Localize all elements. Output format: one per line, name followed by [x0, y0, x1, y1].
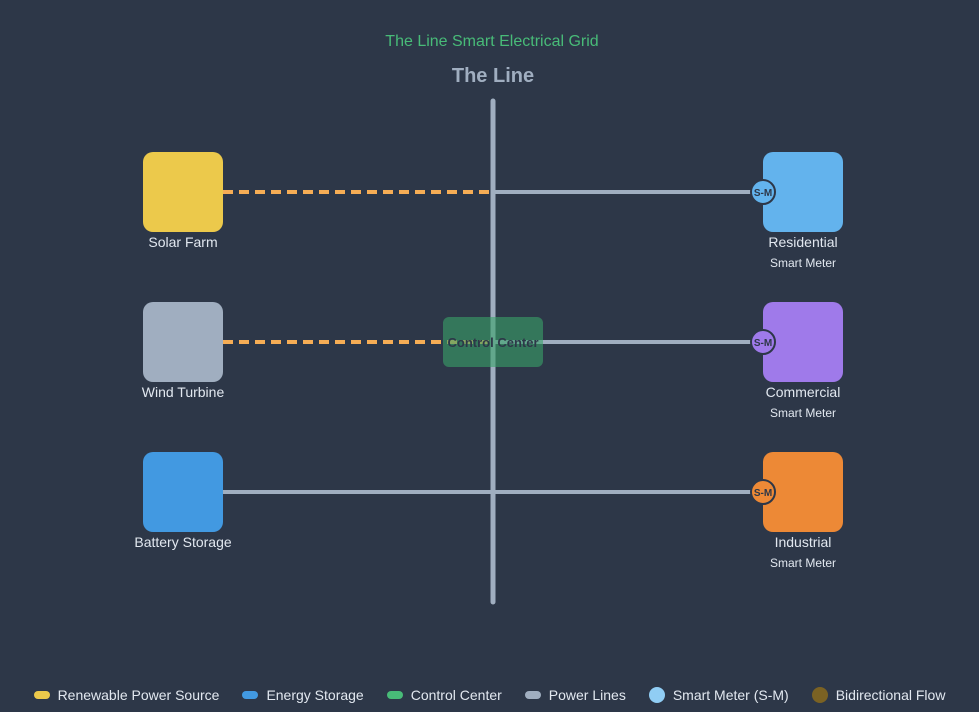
smart-meter-icon: [750, 179, 776, 205]
consumer-node-sublabel: Smart Meter: [770, 406, 836, 420]
storage-swatch-icon: [242, 691, 259, 699]
power-line-swatch-icon: [524, 691, 541, 699]
consumer-node-box: [763, 452, 843, 532]
source-node-label: Battery Storage: [134, 534, 231, 550]
legend-label: Energy Storage: [266, 687, 364, 703]
source-node-box: [143, 452, 223, 532]
smart-meter-label: S-M: [754, 488, 772, 499]
consumer-node-box: [763, 302, 843, 382]
source-node-label: Solar Farm: [148, 234, 217, 250]
legend-item: Control Center: [386, 687, 502, 703]
smart-meter-label: S-M: [754, 338, 772, 349]
legend-label: Bidirectional Flow: [835, 687, 946, 703]
grid-diagram: The Line Smart Electrical Grid The Line …: [134, 33, 843, 605]
line-title: The Line: [452, 65, 534, 87]
consumer-node-sublabel: Smart Meter: [770, 256, 836, 270]
smart-meter-swatch-icon: [648, 687, 665, 703]
legend-label: Smart Meter (S-M): [672, 687, 789, 703]
consumer-node-label: Commercial: [766, 384, 841, 400]
legend: Renewable Power Source Energy Storage Cont…: [0, 683, 979, 707]
legend-label: Renewable Power Source: [57, 687, 220, 703]
bidirectional-swatch-icon: [811, 687, 828, 703]
diagram-title: The Line Smart Electrical Grid: [385, 33, 598, 50]
legend-item: Energy Storage: [242, 687, 364, 703]
consumer-node-label: Industrial: [775, 534, 832, 550]
smart-meter-label: S-M: [754, 188, 772, 199]
source-node-box: [143, 152, 223, 232]
source-node-label: Wind Turbine: [142, 384, 225, 400]
consumer-node-box: [763, 152, 843, 232]
legend-item: Bidirectional Flow: [811, 687, 946, 703]
source-node-box: [143, 302, 223, 382]
control-swatch-icon: [386, 691, 403, 699]
legend-item: Renewable Power Source: [33, 687, 220, 703]
legend-label: Control Center: [410, 687, 502, 703]
consumer-node-label: Residential: [768, 234, 837, 250]
legend-item: Smart Meter (S-M): [648, 687, 789, 703]
renewable-swatch-icon: [33, 691, 50, 699]
legend-label: Power Lines: [548, 687, 626, 703]
smart-meter-icon: [750, 329, 776, 355]
legend-item: Power Lines: [524, 687, 626, 703]
smart-meter-icon: [750, 479, 776, 505]
control-center-label: Control Center: [448, 335, 539, 350]
consumer-node-sublabel: Smart Meter: [770, 556, 836, 570]
control-center-box: [443, 317, 543, 367]
